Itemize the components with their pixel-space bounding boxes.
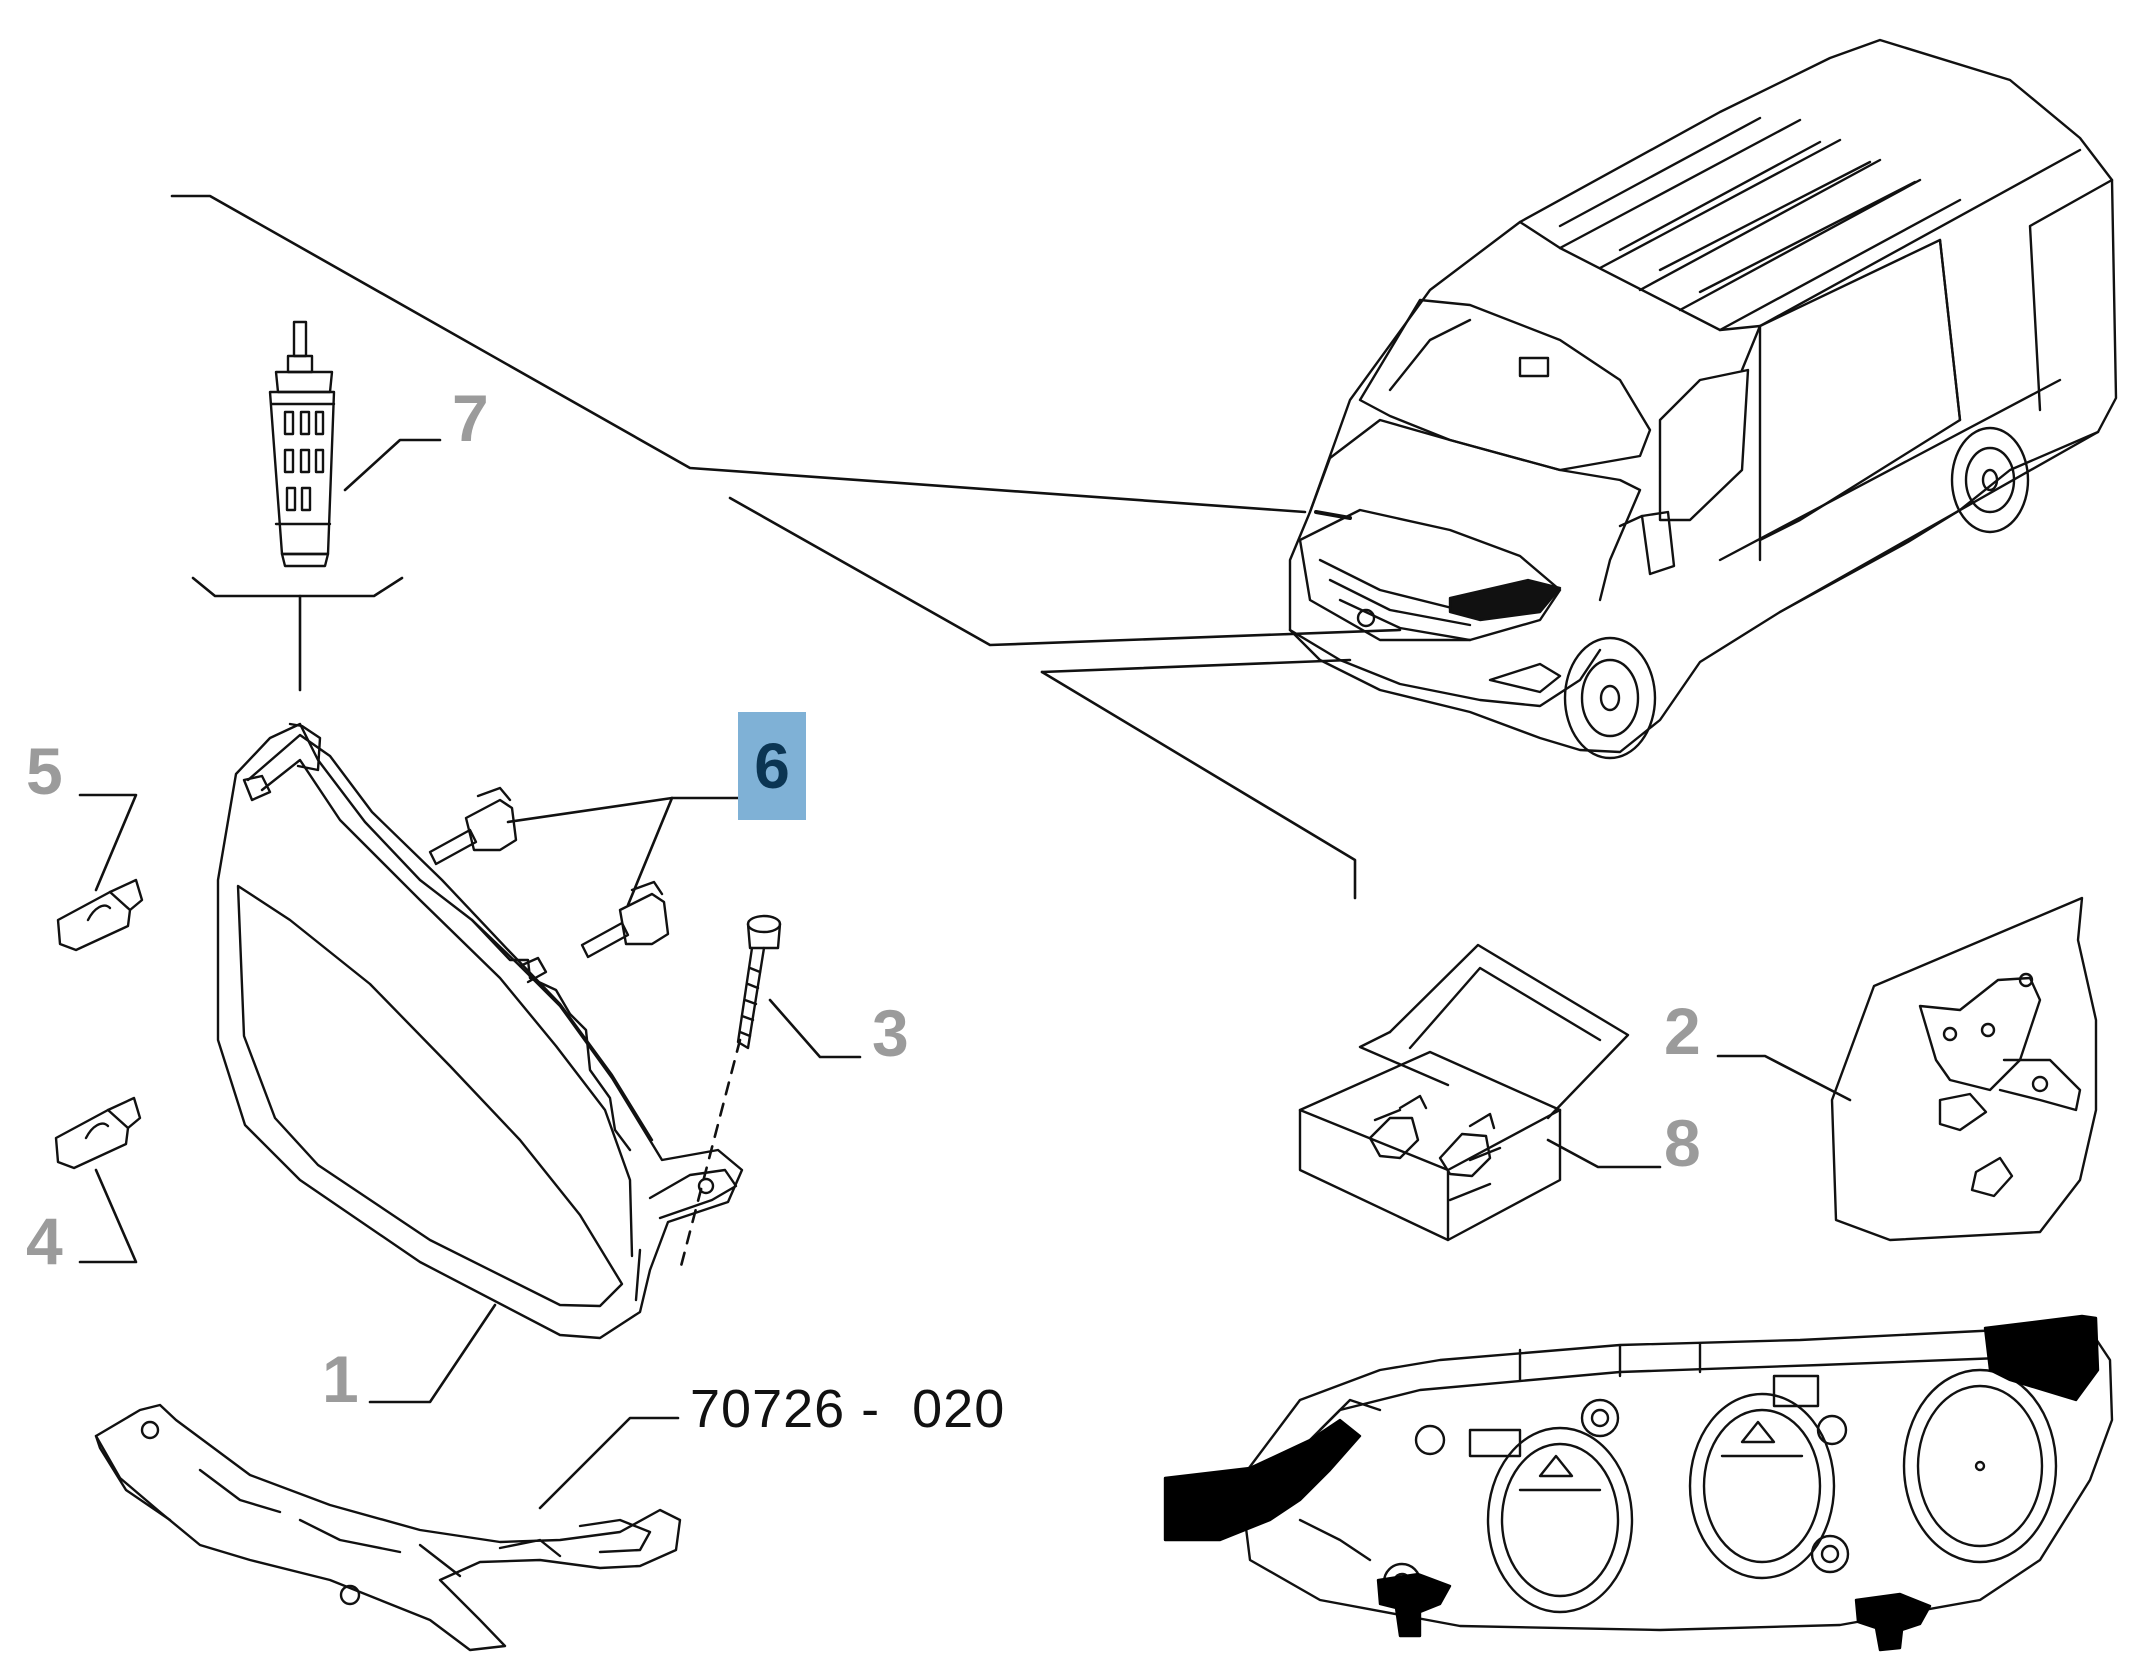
part-label-2: 2 xyxy=(1664,994,1701,1068)
adjuster-motor-part xyxy=(268,320,336,568)
bulb-kit-box-part xyxy=(1298,943,1630,1242)
mounting-bracket-part xyxy=(1830,896,2098,1242)
headlamp-rear-view xyxy=(1163,1314,2114,1652)
bulb-part-5 xyxy=(56,878,144,952)
support-bracket-part xyxy=(94,1403,682,1652)
van-illustration xyxy=(1288,38,2118,760)
part-label-1: 1 xyxy=(322,1342,359,1416)
headlamp-part xyxy=(216,722,744,1340)
part-label-7: 7 xyxy=(452,381,489,455)
bulb-part-4 xyxy=(54,1096,142,1170)
part-label-3: 3 xyxy=(872,996,909,1070)
part-label-6: 6 xyxy=(738,712,806,820)
diagram-code: 70726 - 020 xyxy=(690,1379,1006,1439)
part-label-8: 8 xyxy=(1664,1106,1701,1180)
bolt-part xyxy=(736,914,782,1050)
leader-lines xyxy=(78,194,1852,1510)
part-label-5: 5 xyxy=(26,734,63,808)
screw-part xyxy=(428,786,670,959)
part-label-4: 4 xyxy=(26,1204,63,1278)
